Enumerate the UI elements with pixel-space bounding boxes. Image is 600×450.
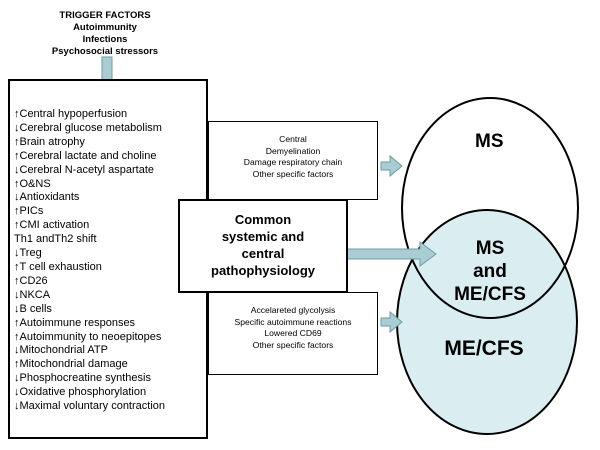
shared-factors-list: ↑Central hypoperfusion↓Cerebral glucose …: [14, 108, 206, 414]
ms-factor: Damage respiratory chain: [243, 157, 343, 167]
overlap-line: MS: [475, 238, 505, 259]
factor-item: ↓Antioxidants: [14, 191, 80, 204]
ms-factor: Central: [279, 134, 307, 144]
ms-circle-label: MS: [475, 131, 504, 152]
mecfs-factor: Lowered CD69: [264, 328, 322, 338]
mecfs-factor: Specific autoimmune reactions: [234, 316, 352, 327]
factor-item: ↓Cerebral N-acetyl aspartate: [14, 163, 155, 176]
trigger-item: Psychosocial stressors: [51, 46, 159, 57]
factor-item: ↓Cerebral glucose metabolism: [14, 121, 162, 134]
mecfs-circle-label: ME/CFS: [444, 337, 524, 360]
mecfs-factor: Accelareted glycolysis: [250, 305, 336, 315]
ms-specific-box: Central Demyelination Damage respiratory…: [208, 121, 378, 200]
mecfs-specific-box: Accelareted glycolysis Specific autoimmu…: [208, 292, 378, 375]
common-line: Common: [234, 212, 292, 227]
common-pathophysiology-box: Common systemic and central pathophysiol…: [178, 199, 348, 293]
factor-item: ↓Mitochondrial ATP: [14, 344, 108, 357]
factor-item: ↓Treg: [14, 247, 42, 260]
common-line: systemic and: [221, 229, 305, 244]
factor-item: ↑O&NS: [14, 177, 51, 190]
factor-item: Th1 andTh2 shift: [14, 233, 97, 246]
factor-item: ↓Maximal voluntary contraction: [14, 400, 166, 413]
common-line: central: [241, 246, 285, 261]
factor-item: ↓Oxidative phosphorylation: [14, 386, 147, 399]
factor-item: ↑Autoimmune responses: [14, 316, 136, 329]
ms-right-arrow: [380, 154, 403, 178]
overlap-right-arrow: [345, 241, 437, 267]
ms-factor: Other specific factors: [252, 168, 334, 179]
ms-factor: Demyelination: [265, 145, 321, 156]
factor-item: ↑Central hypoperfusion: [14, 108, 128, 120]
factor-item: ↑Cerebral lactate and choline: [14, 149, 157, 162]
overlap-line: ME/CFS: [454, 284, 526, 305]
factor-item: ↑Autoimmunity to neoepitopes: [14, 330, 162, 343]
factor-item: ↑Brain atrophy: [14, 135, 85, 148]
trigger-title: TRIGGER FACTORS: [59, 10, 151, 21]
trigger-factors: TRIGGER FACTORS Autoimmunity Infections …: [40, 10, 170, 58]
shared-factors-box: [8, 79, 208, 439]
factor-item: ↑CD26: [14, 274, 48, 287]
factor-item: ↑Mitochondrial damage: [14, 358, 128, 371]
factor-item: ↑CMI activation: [14, 219, 90, 232]
factor-item: ↑PICs: [14, 205, 44, 218]
common-line: pathophysiology: [211, 263, 315, 278]
overlap-line: and: [473, 261, 507, 282]
mecfs-factor: Other specific factors: [252, 339, 334, 350]
mecfs-right-arrow: [380, 310, 403, 334]
factor-item: ↓Phosphocreatine synthesis: [14, 372, 151, 385]
factor-item: ↓B cells: [14, 302, 52, 315]
trigger-item: Infections: [82, 34, 128, 45]
factor-item: ↑T cell exhaustion: [14, 260, 102, 273]
factor-item: ↓NKCA: [14, 288, 51, 301]
overlap-label: MS and ME/CFS: [450, 237, 530, 306]
ms-circle: [401, 97, 579, 319]
trigger-item: Autoimmunity: [73, 22, 137, 33]
